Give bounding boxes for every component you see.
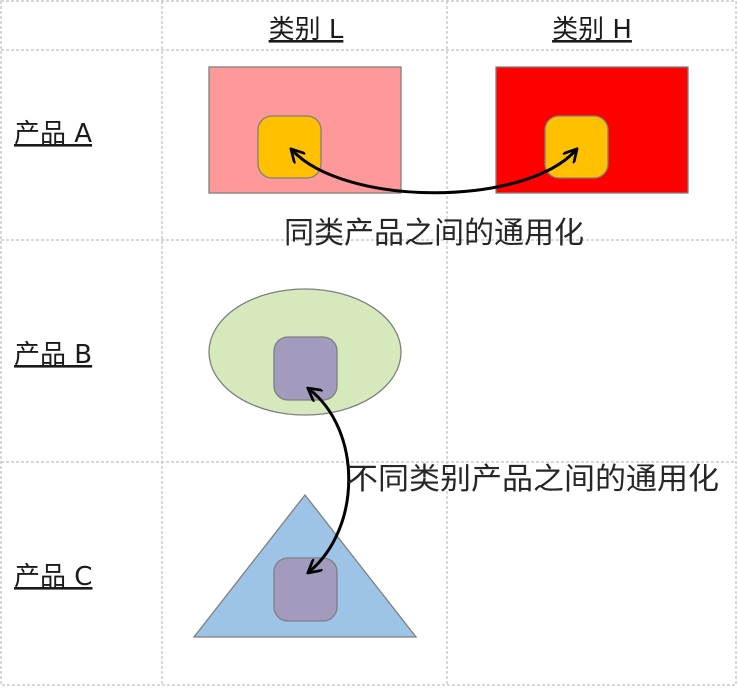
row-header-b: 产品 B: [14, 340, 92, 370]
orange-rounded-square: [257, 115, 322, 179]
column-header-l: 类别 L: [269, 15, 344, 45]
cross-category-double-arrow: [309, 389, 351, 572]
row-header-c: 产品 C: [14, 562, 92, 592]
same-category-double-arrow: [292, 150, 576, 195]
column-header-h: 类别 H: [552, 15, 632, 45]
cross-category-annotation: 不同类别产品之间的通用化: [347, 462, 719, 497]
row-header-a: 产品 A: [14, 119, 92, 149]
purple-rounded-square: [273, 557, 338, 622]
same-category-annotation: 同类产品之间的通用化: [284, 216, 584, 251]
purple-rounded-square: [273, 336, 338, 401]
